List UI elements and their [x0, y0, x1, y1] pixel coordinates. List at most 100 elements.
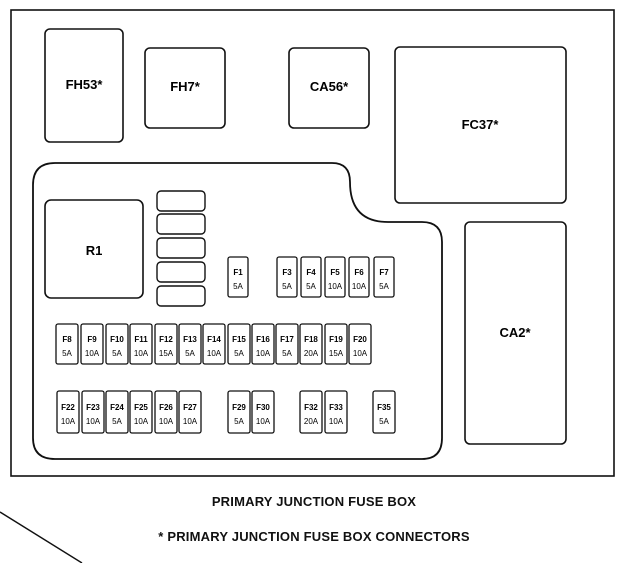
- fuse-number: F6: [354, 268, 364, 277]
- fuse: F6 10A: [348, 256, 370, 298]
- fuse-rating: 10A: [134, 349, 149, 358]
- spare-slot: [156, 213, 206, 235]
- fuse: F10 5A: [105, 323, 129, 365]
- fuse-rating: 5A: [282, 349, 292, 358]
- fuse: F8 5A: [55, 323, 79, 365]
- fuse-number: F19: [329, 335, 343, 344]
- leader-line: [0, 511, 83, 563]
- connector-fh7: FH7*: [144, 47, 226, 129]
- connector-legend: * PRIMARY JUNCTION FUSE BOX CONNECTORS: [158, 529, 470, 544]
- connector-label: FC37*: [462, 117, 500, 132]
- fuse-rating: 10A: [159, 417, 174, 426]
- fuse: F29 5A: [227, 390, 251, 434]
- fuse-rating: 10A: [134, 417, 149, 426]
- fuse-number: F13: [183, 335, 197, 344]
- fuse-rating: 15A: [159, 349, 174, 358]
- fuse-rating: 10A: [61, 417, 76, 426]
- fuse-rating: 5A: [234, 417, 244, 426]
- fuse-number: F3: [282, 268, 292, 277]
- fuse-number: F30: [256, 403, 270, 412]
- fuse-number: F22: [61, 403, 75, 412]
- fuse-rating: 5A: [112, 417, 122, 426]
- spare-slot: [156, 261, 206, 283]
- connector-label: CA2*: [499, 325, 531, 340]
- fuse: F30 10A: [251, 390, 275, 434]
- fuse-number: F7: [379, 268, 389, 277]
- fuse-number: F4: [306, 268, 316, 277]
- fuse-number: F18: [304, 335, 318, 344]
- fuse-number: F35: [377, 403, 391, 412]
- fuse-number: F32: [304, 403, 318, 412]
- fuse-number: F14: [207, 335, 221, 344]
- fuse-rating: 10A: [328, 282, 343, 291]
- spare-slot: [156, 237, 206, 259]
- relay-label: R1: [86, 243, 103, 258]
- fuse-rating: 10A: [85, 349, 100, 358]
- fuse-rating: 20A: [304, 417, 319, 426]
- fuse-number: F25: [134, 403, 148, 412]
- fuse: F35 5A: [372, 390, 396, 434]
- fuse-rating: 10A: [183, 417, 198, 426]
- connector-ca2: CA2*: [464, 221, 567, 445]
- fuse-rating: 10A: [86, 417, 101, 426]
- fuse-rating: 10A: [353, 349, 368, 358]
- fuse: F12 15A: [154, 323, 178, 365]
- fuse-number: F23: [86, 403, 100, 412]
- connector-label: CA56*: [310, 79, 349, 94]
- fuse-row-2: F8 5A F9 10A F10 5A F11 10A F12 15A F13 5A F14…: [55, 323, 372, 365]
- fuse: F27 10A: [178, 390, 202, 434]
- fuse-rating: 5A: [112, 349, 122, 358]
- fuse-number: F24: [110, 403, 124, 412]
- fuse: F23 10A: [81, 390, 105, 434]
- fuse-rating: 5A: [233, 282, 243, 291]
- fuse-rating: 10A: [352, 282, 367, 291]
- fuse-number: F26: [159, 403, 173, 412]
- fuse: F22 10A: [56, 390, 80, 434]
- connector-fc37: FC37*: [394, 46, 567, 204]
- fuse: F24 5A: [105, 390, 129, 434]
- fuse-rating: 10A: [256, 349, 271, 358]
- fuse-rating: 10A: [207, 349, 222, 358]
- fuse-number: F5: [330, 268, 340, 277]
- fuse: F5 10A: [324, 256, 346, 298]
- fuse-block-outline: [32, 162, 443, 460]
- fuse-number: F33: [329, 403, 343, 412]
- spare-slot: [156, 285, 206, 307]
- fuse: F25 10A: [129, 390, 153, 434]
- fuse-number: F15: [232, 335, 246, 344]
- relay-r1: R1: [44, 199, 144, 299]
- fuse-number: F1: [233, 268, 243, 277]
- fuse-number: F12: [159, 335, 173, 344]
- fuse: F14 10A: [202, 323, 226, 365]
- fuse-number: F11: [134, 335, 148, 344]
- fuse-box-outline: [10, 9, 615, 477]
- spare-fuse-slots: [156, 190, 206, 307]
- fuse-rating: 5A: [185, 349, 195, 358]
- fuse: F32 20A: [299, 390, 323, 434]
- fuse-row-3: F22 10A F23 10A F24 5A F25 10A F26 10A F27 10A…: [56, 390, 396, 434]
- fuse-number: F9: [87, 335, 97, 344]
- fuse-number: F29: [232, 403, 246, 412]
- diagram-title: PRIMARY JUNCTION FUSE BOX: [211, 494, 417, 509]
- fuse-number: F8: [62, 335, 72, 344]
- fuse-rating: 5A: [379, 417, 389, 426]
- fuse-rating: 5A: [379, 282, 389, 291]
- fuse-rating: 10A: [256, 417, 271, 426]
- fuse-number: F10: [110, 335, 124, 344]
- fuse-rating: 5A: [62, 349, 72, 358]
- connector-label: FH7*: [170, 79, 201, 94]
- spare-slot: [156, 190, 206, 212]
- connector-label: FH53*: [66, 77, 104, 92]
- fuse-number: F27: [183, 403, 197, 412]
